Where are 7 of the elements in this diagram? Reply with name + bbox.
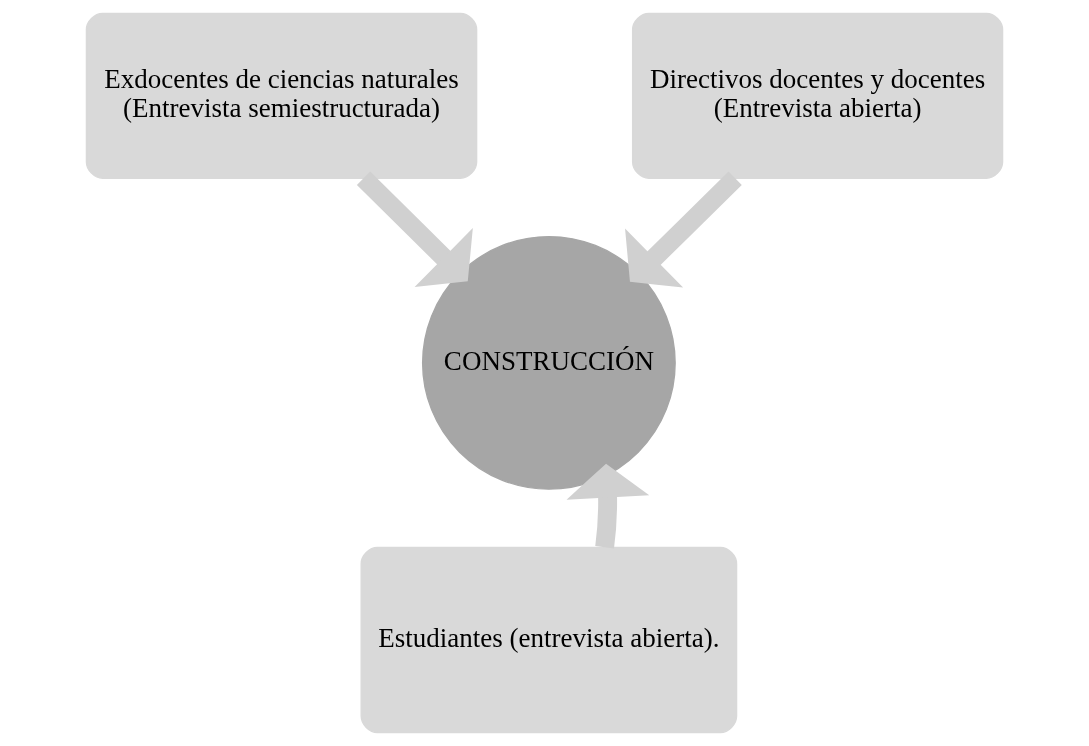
arrow <box>356 171 473 288</box>
node-box: Directivos docentes y docentes (Entrevista abierta) <box>631 12 1004 179</box>
node-circle: CONSTRUCCIÓN <box>421 235 676 490</box>
node-box: Estudiantes (entrevista abierta). <box>360 546 738 734</box>
node-box: Exdocentes de ciencias naturales (Entrevista semiestructurada) <box>85 12 478 179</box>
arrow <box>625 171 742 288</box>
arrow <box>566 463 650 549</box>
